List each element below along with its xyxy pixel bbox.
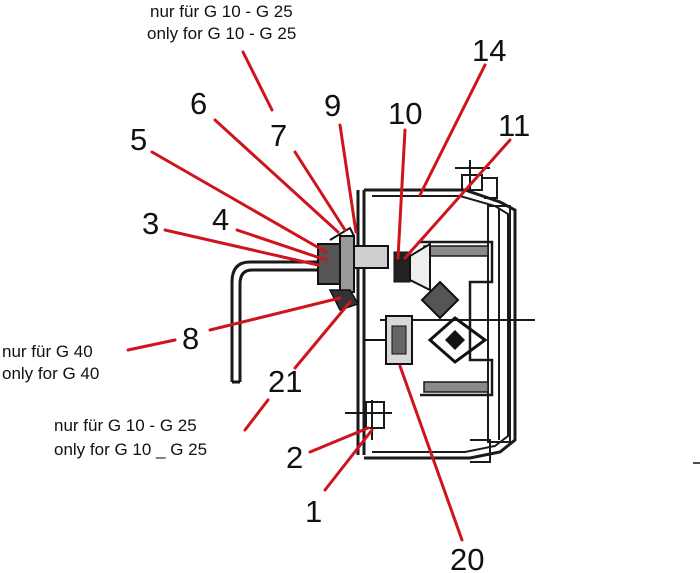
callout-numbers: 6 7 9 10 11 14 5 4 3 8 21 2 1 20 (130, 33, 530, 573)
valve-diamond-lower (427, 316, 488, 364)
text-notes: nur für G 10 - G 25 only for G 10 - G 25… (2, 2, 296, 459)
capillary-tube-outer (230, 260, 318, 382)
callout-9: 9 (324, 88, 341, 123)
cone-seat (409, 242, 431, 292)
callout-5: 5 (130, 122, 147, 157)
callout-8: 8 (182, 321, 199, 356)
callout-10: 10 (388, 96, 422, 131)
leader-3 (163, 228, 320, 267)
leader-6 (213, 118, 340, 234)
bottom-bolt (345, 400, 392, 440)
chamber-wall-bottom (423, 381, 489, 393)
note-bottom-en: only for G 10 _ G 25 (54, 440, 207, 459)
note-left-de: nur für G 40 (2, 342, 93, 361)
leader-10 (396, 128, 407, 260)
callout-1: 1 (305, 494, 322, 529)
callout-14: 14 (472, 33, 506, 68)
callout-4: 4 (212, 202, 229, 237)
bottom-clip (470, 439, 491, 463)
top-bolt (455, 160, 490, 192)
callout-20: 20 (450, 542, 484, 573)
top-clip (482, 177, 498, 199)
gland-ring (329, 226, 355, 241)
ribbed-cover (487, 205, 511, 443)
leader-21 (293, 300, 352, 370)
assembly-drawing (230, 160, 700, 464)
leader-2 (308, 426, 370, 454)
note-top-de: nur für G 10 - G 25 (150, 2, 293, 21)
fitting-body (339, 235, 355, 293)
leader-14 (418, 63, 487, 197)
note-left-en: only for G 40 (2, 364, 99, 383)
note-bottom-de: nur für G 10 - G 25 (54, 416, 197, 435)
callout-6: 6 (190, 86, 207, 121)
leader-bottom-note (243, 398, 270, 432)
leader-1 (323, 428, 374, 492)
lower-fitting (328, 289, 360, 311)
callout-7: 7 (270, 118, 287, 153)
fitting-sleeve (353, 245, 389, 269)
leader-20 (398, 364, 464, 542)
leader-lines (126, 50, 512, 542)
leader-left-note (126, 338, 177, 352)
leader-5 (150, 150, 328, 254)
valve-core (445, 330, 465, 350)
leader-4 (235, 228, 328, 262)
mounting-plate (356, 190, 366, 455)
leader-7 (293, 150, 347, 232)
callout-3: 3 (142, 206, 159, 241)
callout-11: 11 (498, 108, 530, 143)
capillary-tube-inner (238, 268, 318, 382)
leader-top-note (241, 50, 274, 112)
spindle-core (391, 325, 407, 355)
callout-2: 2 (286, 440, 303, 475)
leader-9 (338, 123, 358, 234)
note-top-en: only for G 10 - G 25 (147, 24, 296, 43)
leader-11 (403, 138, 512, 260)
chamber-wall-top (423, 245, 489, 257)
leader-8 (208, 296, 342, 332)
housing-inner (372, 195, 509, 453)
callout-21: 21 (268, 364, 302, 399)
